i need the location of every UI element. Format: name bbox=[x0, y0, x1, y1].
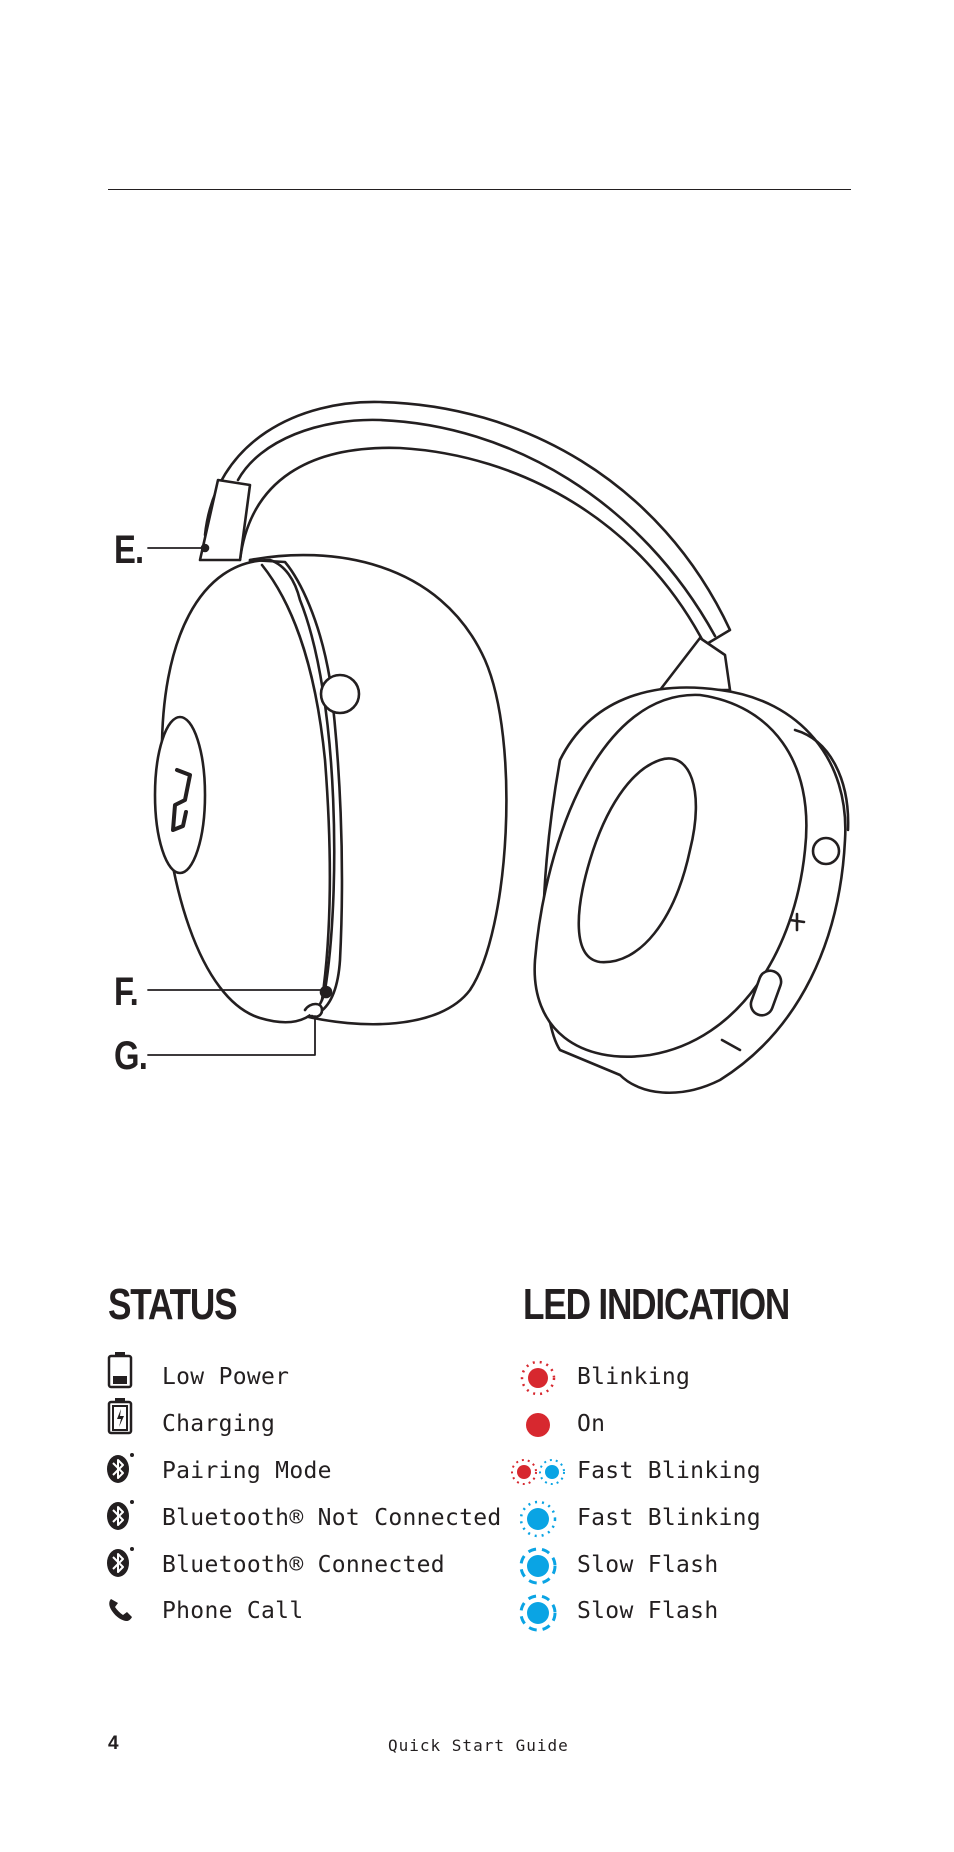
red-solid-led-icon bbox=[518, 1405, 558, 1445]
led-label: Fast Blinking bbox=[577, 1458, 761, 1484]
status-item: Pairing Mode bbox=[162, 1454, 332, 1488]
led-item: Blinking bbox=[577, 1360, 690, 1394]
callout-e: E. bbox=[114, 528, 144, 572]
status-item: Low Power bbox=[162, 1360, 289, 1394]
led-item: On bbox=[577, 1407, 605, 1441]
status-label: Low Power bbox=[162, 1364, 290, 1390]
status-label: Charging bbox=[162, 1411, 276, 1437]
led-label: Fast Blinking bbox=[577, 1505, 761, 1531]
bluetooth-icon bbox=[100, 1542, 140, 1582]
status-label: Phone Call bbox=[162, 1598, 304, 1624]
callout-g: G. bbox=[114, 1034, 148, 1078]
blue-blinking-led-icon bbox=[518, 1499, 558, 1539]
bluetooth-icon bbox=[100, 1448, 140, 1488]
led-label: On bbox=[577, 1411, 606, 1437]
battery-low-icon bbox=[100, 1350, 140, 1390]
led-label: Blinking bbox=[577, 1364, 691, 1390]
blue-slow-flash-led-icon bbox=[518, 1546, 558, 1586]
footer-title: Quick Start Guide bbox=[388, 1736, 569, 1755]
headphones-illustration bbox=[147, 400, 850, 1095]
led-item: Fast Blinking bbox=[577, 1501, 761, 1535]
callout-f: F. bbox=[114, 970, 139, 1014]
led-item: Slow Flash bbox=[577, 1594, 718, 1628]
led-item: Fast Blinking bbox=[577, 1454, 761, 1488]
status-label: Pairing Mode bbox=[162, 1458, 332, 1484]
page-number: 4 bbox=[108, 1733, 119, 1754]
phone-icon bbox=[100, 1590, 140, 1630]
status-item: Charging bbox=[162, 1407, 275, 1441]
status-item: Phone Call bbox=[162, 1594, 303, 1628]
red-blue-alternating-led-icon bbox=[508, 1452, 568, 1492]
status-label: Bluetooth® Connected bbox=[162, 1552, 445, 1578]
status-item: Bluetooth® Not Connected bbox=[162, 1501, 502, 1535]
led-heading: LED INDICATION bbox=[523, 1280, 790, 1329]
status-label: Bluetooth® Not Connected bbox=[162, 1505, 502, 1531]
red-blinking-led-icon bbox=[518, 1358, 558, 1398]
status-item: Bluetooth® Connected bbox=[162, 1548, 445, 1582]
header-rule bbox=[108, 189, 851, 190]
led-item: Slow Flash bbox=[577, 1548, 718, 1582]
battery-charging-icon bbox=[100, 1396, 140, 1436]
led-label: Slow Flash bbox=[577, 1598, 719, 1624]
bluetooth-icon bbox=[100, 1495, 140, 1535]
led-label: Slow Flash bbox=[577, 1552, 719, 1578]
blue-slow-flash-led-icon bbox=[518, 1593, 558, 1633]
status-heading: STATUS bbox=[108, 1280, 238, 1329]
